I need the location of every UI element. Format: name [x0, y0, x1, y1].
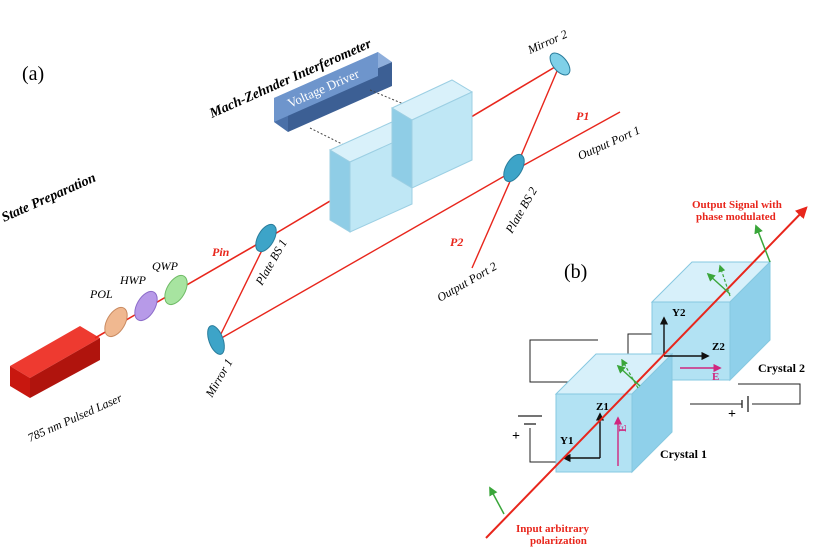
p-in-label: Pin: [212, 245, 230, 259]
mirror1: [207, 325, 225, 355]
pol-label: POL: [89, 287, 113, 301]
mirror2-label: Mirror 2: [525, 27, 570, 57]
beam-through-crystals: [485, 206, 808, 539]
circuit-crystal1: [529, 339, 598, 383]
beam-bs1-to-mirror1: [217, 237, 269, 341]
state-preparation-title: State Preparation: [0, 171, 99, 226]
pol-arrow-crystal1: [616, 364, 641, 387]
beam-output-p1: [514, 111, 621, 171]
output-signal-line1: Output Signal with: [692, 199, 782, 211]
plate-bs1: [255, 223, 277, 253]
z2-label: Z2: [712, 341, 725, 353]
e-field-2-label: E: [712, 371, 719, 383]
pol-arrow-crystal2-dashed: [718, 264, 731, 297]
pol-arrow-crystal1-dashed: [621, 358, 639, 389]
hwp-label: HWP: [119, 273, 147, 287]
mirror1-label: Mirror 1: [202, 356, 236, 400]
battery1-plus: +: [512, 429, 520, 444]
voltage-driver-box: Voltage Driver: [274, 52, 392, 132]
mirror2: [549, 52, 571, 76]
mzi-crystal-2: [390, 79, 474, 189]
driver-wire-2: [369, 89, 419, 111]
pol-arrow-crystal2: [706, 272, 731, 295]
input-label-line1: Input arbitrary: [516, 523, 590, 535]
laser-block: [10, 326, 100, 398]
pol-element: [104, 306, 128, 338]
qwp-element: [164, 274, 188, 306]
crystal-1: [554, 352, 674, 474]
y1-label: Y1: [560, 435, 573, 447]
input-polarization-arrow: [489, 486, 505, 515]
circuit-crystal2-right: [738, 383, 801, 405]
z1-label: Z1: [596, 401, 609, 413]
crystal-1-label: Crystal 1: [660, 447, 707, 461]
circuit-crystal2: [627, 333, 662, 360]
output-port2-label: Output Port 2: [435, 259, 500, 304]
output-polarization-arrow: [754, 224, 771, 263]
plate-bs2: [503, 153, 525, 183]
panel-a-label: (a): [22, 63, 44, 85]
output-port1-label: Output Port 1: [576, 123, 643, 163]
battery2-plus: +: [728, 407, 736, 422]
beam-output-p2: [471, 169, 516, 269]
beam-lower-arm: [217, 169, 516, 341]
crystal-2-label: Crystal 2: [758, 361, 805, 375]
p2-label: P2: [450, 235, 463, 249]
plate-bs2-label: Plate BS 2: [502, 185, 540, 237]
beam-mirror2-to-bs2: [514, 63, 561, 171]
laser-label: 785 nm Pulsed Laser: [26, 390, 125, 444]
y2-label: Y2: [672, 307, 686, 319]
qwp-label: QWP: [152, 259, 179, 273]
hwp-element: [134, 290, 158, 322]
p1-label: P1: [576, 109, 589, 123]
input-label-line2: polarization: [530, 535, 587, 547]
e-field-1-label: E: [617, 425, 629, 432]
panel-b-label: (b): [564, 261, 587, 283]
output-signal-line2: phase modulated: [696, 211, 776, 223]
